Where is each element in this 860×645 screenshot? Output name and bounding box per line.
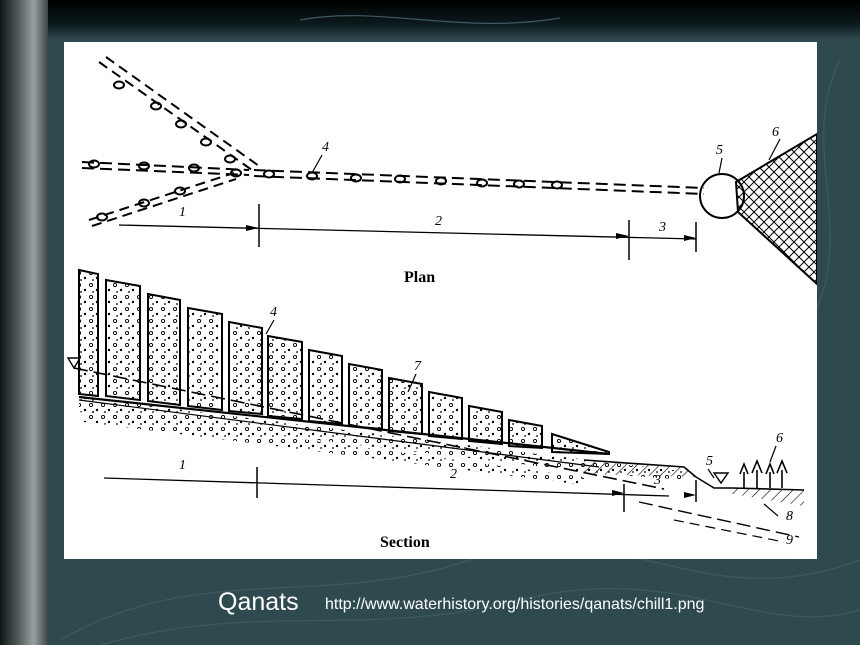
section-number-1: 1 <box>179 458 186 473</box>
plan-number-6: 6 <box>772 125 779 140</box>
section-view <box>66 268 805 543</box>
section-number-8: 8 <box>786 509 793 524</box>
plan-number-4: 4 <box>322 140 329 155</box>
caption-title: Qanats <box>218 588 299 616</box>
section-number-2: 2 <box>450 467 457 482</box>
qanat-diagram: Plan Section 1 2 3 4 5 6 1 2 3 4 5 6 7 8… <box>64 42 817 559</box>
plan-number-3: 3 <box>659 220 666 235</box>
section-number-5: 5 <box>706 454 713 469</box>
plan-number-2: 2 <box>435 214 442 229</box>
plan-label: Plan <box>404 269 436 286</box>
plan-number-1: 1 <box>179 205 186 220</box>
qanat-diagram-drawing <box>66 56 817 543</box>
decorative-map-strip <box>0 0 48 645</box>
section-number-9: 9 <box>786 533 793 548</box>
source-url[interactable]: http://www.waterhistory.org/histories/qa… <box>325 596 705 613</box>
section-number-3: 3 <box>654 473 661 488</box>
plan-view <box>81 56 817 286</box>
section-number-4: 4 <box>270 305 277 320</box>
section-number-7: 7 <box>414 359 421 374</box>
section-label: Section <box>380 534 430 551</box>
section-number-6: 6 <box>776 431 783 446</box>
plan-number-5: 5 <box>716 143 723 158</box>
